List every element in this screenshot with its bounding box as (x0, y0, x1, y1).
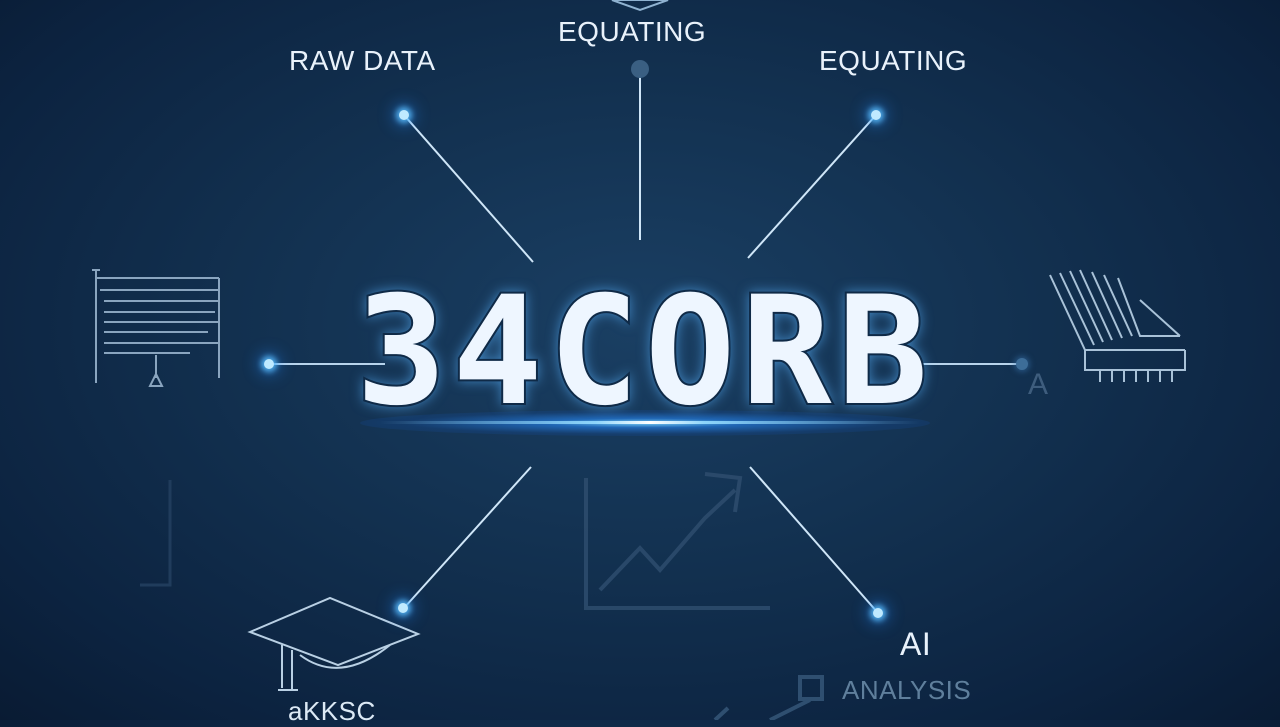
center-glow-line (380, 421, 920, 424)
node-left (264, 359, 274, 369)
robot-arm-icon (713, 675, 824, 720)
label-top: EQUATING (558, 16, 707, 47)
faint-bracket-icon (140, 480, 172, 587)
label-analysis: ANALYSIS (842, 675, 972, 705)
line-chart-icon (584, 472, 770, 610)
node-top-right (871, 110, 881, 120)
node-bottom-left (398, 603, 408, 613)
node-right (1016, 358, 1028, 370)
center-display-text: 34CORB (356, 265, 934, 439)
label-top-left: RAW DATA (289, 45, 436, 76)
graduation-cap-icon (247, 596, 421, 691)
connector-top-right (747, 114, 877, 259)
node-top-left (399, 110, 409, 120)
node-bottom-right (873, 608, 883, 618)
node-top (631, 60, 649, 78)
ledger-sheet-icon (92, 269, 220, 387)
stacked-books-icon (1049, 269, 1186, 382)
connector-bottom-left (403, 466, 532, 609)
label-right-faint: A (1028, 368, 1049, 401)
label-ai: AI (900, 626, 932, 662)
label-top-right: EQUATING (819, 45, 968, 76)
label-bottom-left: aKKSC (288, 696, 376, 726)
connector-top-left (403, 114, 534, 263)
connector-bottom-right (749, 466, 879, 614)
top-fragment-icon (611, 0, 669, 12)
